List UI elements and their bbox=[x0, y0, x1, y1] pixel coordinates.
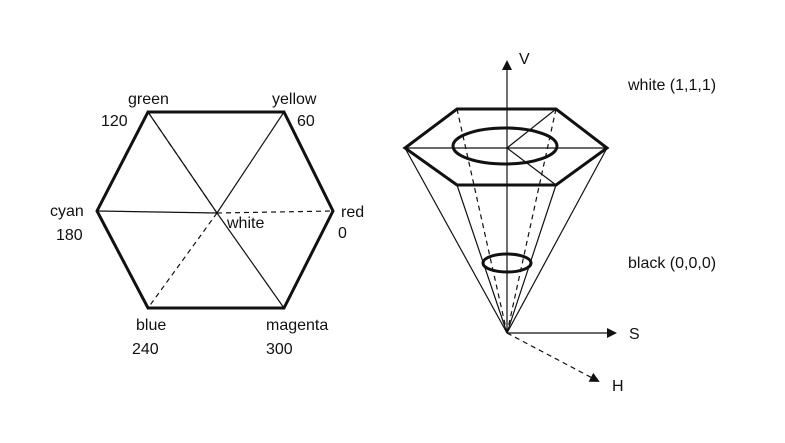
h-axis-label: H bbox=[612, 378, 624, 395]
cone-edge-back-right bbox=[506, 108, 557, 334]
label-yellow: yellow bbox=[272, 91, 317, 108]
hsv-cone: V S H white (1,1,1) black (0,0,0) bbox=[402, 51, 716, 395]
label-blue: blue bbox=[136, 317, 166, 334]
spoke-red bbox=[216, 210, 334, 214]
top-saturation-ellipse bbox=[451, 126, 559, 166]
label-cyan: cyan bbox=[50, 203, 84, 220]
v-axis-label: V bbox=[519, 51, 530, 68]
white-label: white (1,1,1) bbox=[627, 77, 716, 94]
spoke-green-dashed bbox=[147, 111, 218, 214]
label-red: red bbox=[341, 204, 364, 221]
top-spoke-1 bbox=[506, 108, 557, 149]
label-green: green bbox=[128, 91, 169, 108]
black-label: black (0,0,0) bbox=[628, 255, 716, 272]
spoke-yellow bbox=[216, 111, 285, 214]
spoke-blue bbox=[147, 212, 218, 309]
label-magenta-angle: 300 bbox=[266, 341, 293, 358]
cone-edge-front-left bbox=[456, 184, 508, 334]
hue-hexagon: green 120 yellow 60 red 0 magenta 300 bl… bbox=[50, 91, 364, 358]
spoke-magenta bbox=[216, 212, 285, 309]
cone-edge-back-left bbox=[456, 108, 508, 334]
bottom-saturation-ellipse bbox=[481, 252, 533, 274]
top-spoke-2 bbox=[506, 147, 557, 186]
cone-edge-right bbox=[506, 147, 608, 334]
label-red-angle: 0 bbox=[338, 225, 347, 242]
label-yellow-angle: 60 bbox=[297, 113, 315, 130]
cone-edge-left bbox=[404, 147, 508, 334]
h-axis bbox=[506, 332, 600, 382]
s-axis-label: S bbox=[629, 326, 640, 343]
cone-edge-front-right bbox=[506, 184, 557, 334]
label-magenta: magenta bbox=[266, 317, 328, 334]
label-white-center: white bbox=[226, 215, 264, 232]
top-hexagon bbox=[402, 107, 610, 187]
label-blue-angle: 240 bbox=[132, 341, 159, 358]
label-cyan-angle: 180 bbox=[56, 227, 83, 244]
label-green-angle: 120 bbox=[101, 113, 128, 130]
spoke-cyan bbox=[96, 210, 218, 214]
